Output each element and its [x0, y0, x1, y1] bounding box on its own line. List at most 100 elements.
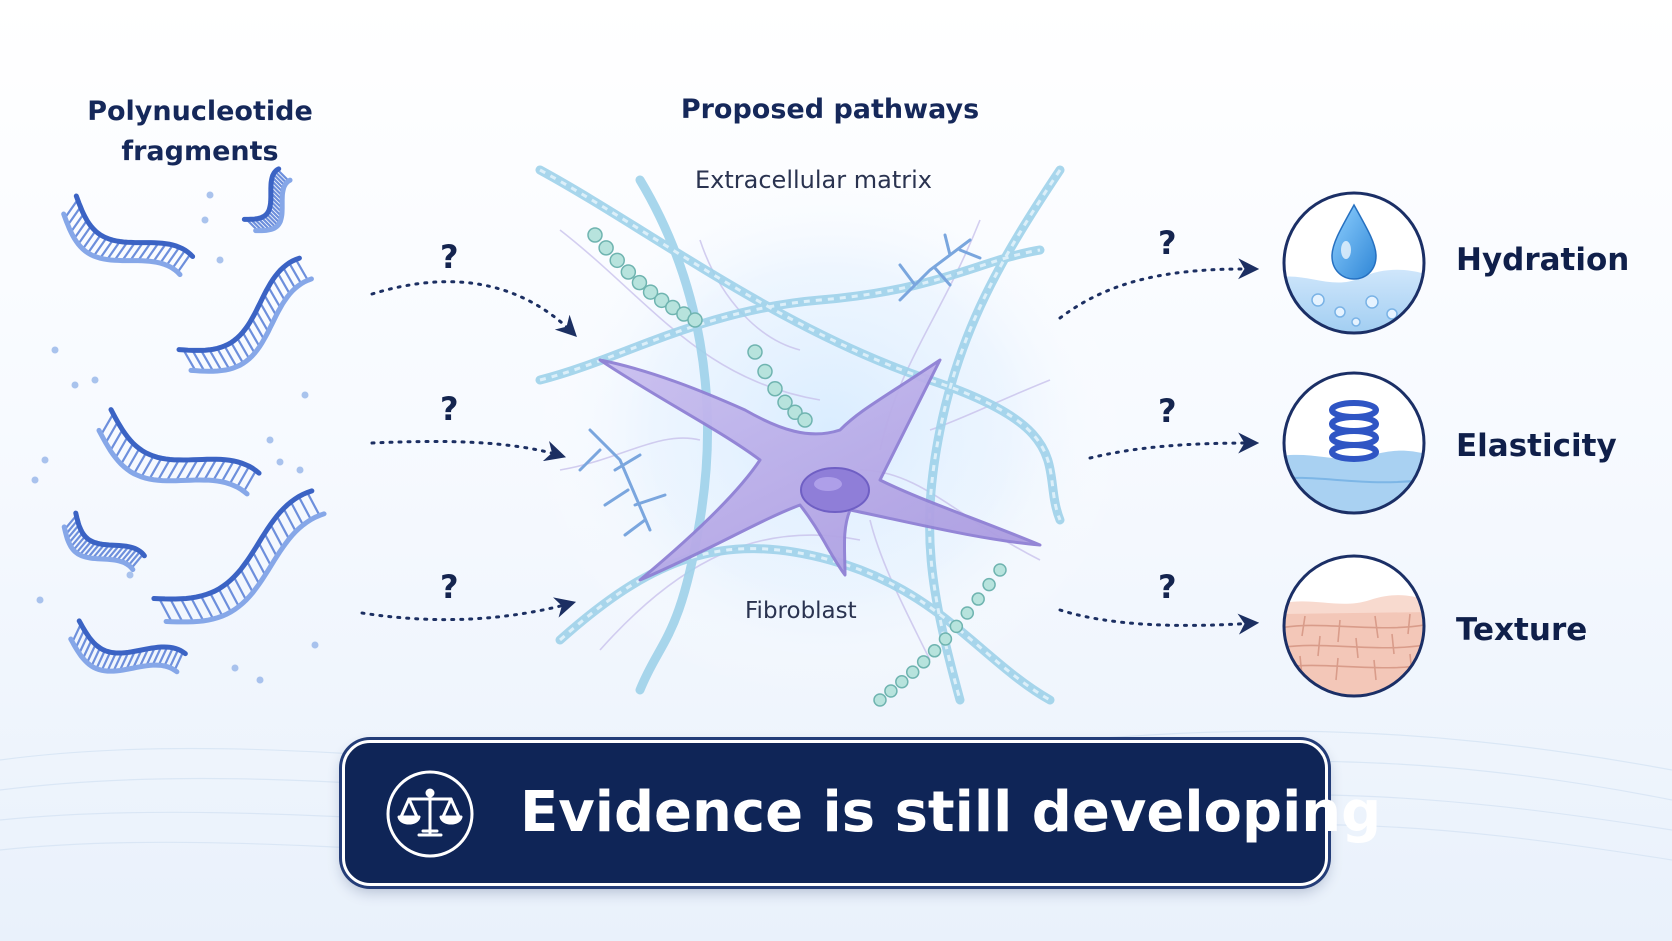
dna-backbone	[96, 427, 250, 497]
dna-rung	[90, 647, 101, 667]
dna-rung	[118, 651, 130, 671]
dna-rung	[228, 462, 243, 485]
question-mark-left-3: ?	[440, 568, 459, 606]
bead	[797, 412, 813, 428]
dna-rung	[144, 242, 160, 262]
dna-rung	[158, 598, 173, 623]
dna-backbone	[176, 255, 302, 353]
dna-rung	[263, 532, 278, 557]
bead	[895, 675, 909, 689]
dna-rung	[230, 341, 245, 364]
dna-rung	[152, 243, 167, 263]
dna-rung	[104, 421, 119, 444]
dna-rung	[271, 279, 286, 301]
dna-backbone	[241, 166, 282, 222]
particle-dot	[296, 466, 304, 474]
dna-backbone	[61, 524, 136, 573]
bead	[587, 227, 603, 243]
scattered-particles	[31, 191, 319, 684]
dna-rung	[257, 542, 272, 567]
dna-backbone	[108, 407, 262, 476]
particle-dot	[301, 391, 309, 399]
dna-backbone	[188, 276, 314, 374]
bead	[905, 665, 920, 679]
bead	[916, 655, 931, 669]
water-drop-icon	[1282, 191, 1426, 335]
dna-rung	[246, 325, 261, 348]
dna-rung	[81, 230, 97, 250]
dna-strand	[96, 407, 262, 497]
fragments-title-line2: fragments	[121, 136, 279, 167]
particle-dot	[311, 641, 319, 649]
dna-strand	[241, 166, 293, 234]
dna-rung	[82, 639, 93, 659]
dna-rung	[100, 651, 112, 671]
dna-rung	[294, 258, 309, 281]
dna-rung	[216, 347, 231, 370]
dna-rung	[86, 644, 97, 664]
dna-backbone	[73, 193, 196, 260]
dna-rung	[297, 496, 312, 521]
dna-rung	[114, 436, 129, 459]
dna-rung	[274, 170, 288, 184]
dna-rung	[288, 262, 303, 285]
bead	[993, 563, 1007, 577]
dna-rung	[106, 652, 117, 672]
dna-rung	[95, 650, 106, 670]
spring-coil-icon	[1282, 371, 1426, 515]
particle-dot	[126, 571, 134, 579]
dna-rung	[133, 452, 148, 475]
dna-rung	[267, 286, 282, 309]
dna-rung	[276, 168, 290, 182]
dna-rung	[92, 237, 108, 257]
bead	[884, 684, 898, 698]
dna-rung	[124, 548, 138, 564]
dna-rung	[127, 550, 142, 566]
outcome-label-hydration: Hydration	[1456, 242, 1630, 278]
dna-rung	[112, 652, 123, 672]
particle-dot	[71, 381, 79, 389]
dna-rung	[151, 646, 163, 666]
dna-rung	[129, 241, 144, 262]
particle-dot	[266, 436, 274, 444]
dna-rung	[116, 545, 130, 562]
dna-rung	[79, 540, 93, 556]
dna-rung	[157, 646, 169, 666]
fragments-title: Polynucleotide fragments	[40, 92, 360, 172]
particle-dot	[91, 376, 99, 384]
dna-rung	[140, 455, 155, 478]
dna-rung	[200, 595, 215, 620]
polynucleotide-fragments	[61, 166, 327, 675]
dna-backbone	[73, 510, 147, 559]
dna-rung	[225, 583, 240, 608]
bead	[609, 252, 625, 269]
banner-text: Evidence is still developing	[520, 780, 1382, 845]
dna-rung	[168, 649, 180, 669]
dna-rung	[120, 547, 134, 563]
dna-rung	[157, 458, 171, 481]
bead	[982, 577, 996, 592]
dna-rung	[78, 634, 89, 654]
particle-dot	[51, 346, 59, 354]
dna-strand	[61, 510, 147, 573]
outcome-label-elasticity: Elasticity	[1456, 428, 1617, 464]
dna-rung	[184, 459, 199, 481]
dna-rung	[165, 246, 181, 266]
dna-rung	[163, 647, 174, 667]
dna-backbone	[151, 488, 315, 602]
dna-rung	[263, 294, 278, 317]
dna-rung	[220, 460, 235, 483]
dna-rung	[208, 349, 223, 372]
particle-dot	[206, 191, 214, 199]
dna-rung	[289, 501, 305, 526]
dna-rung	[263, 215, 277, 229]
proteoglycan-branches	[578, 233, 982, 537]
dna-backbone	[61, 211, 183, 278]
dna-backbone	[253, 177, 293, 234]
dna-rung	[70, 213, 85, 233]
skin-cells-icon	[1282, 554, 1426, 698]
dna-rung	[138, 648, 150, 668]
bead	[642, 284, 659, 300]
dna-backbone	[68, 636, 180, 675]
